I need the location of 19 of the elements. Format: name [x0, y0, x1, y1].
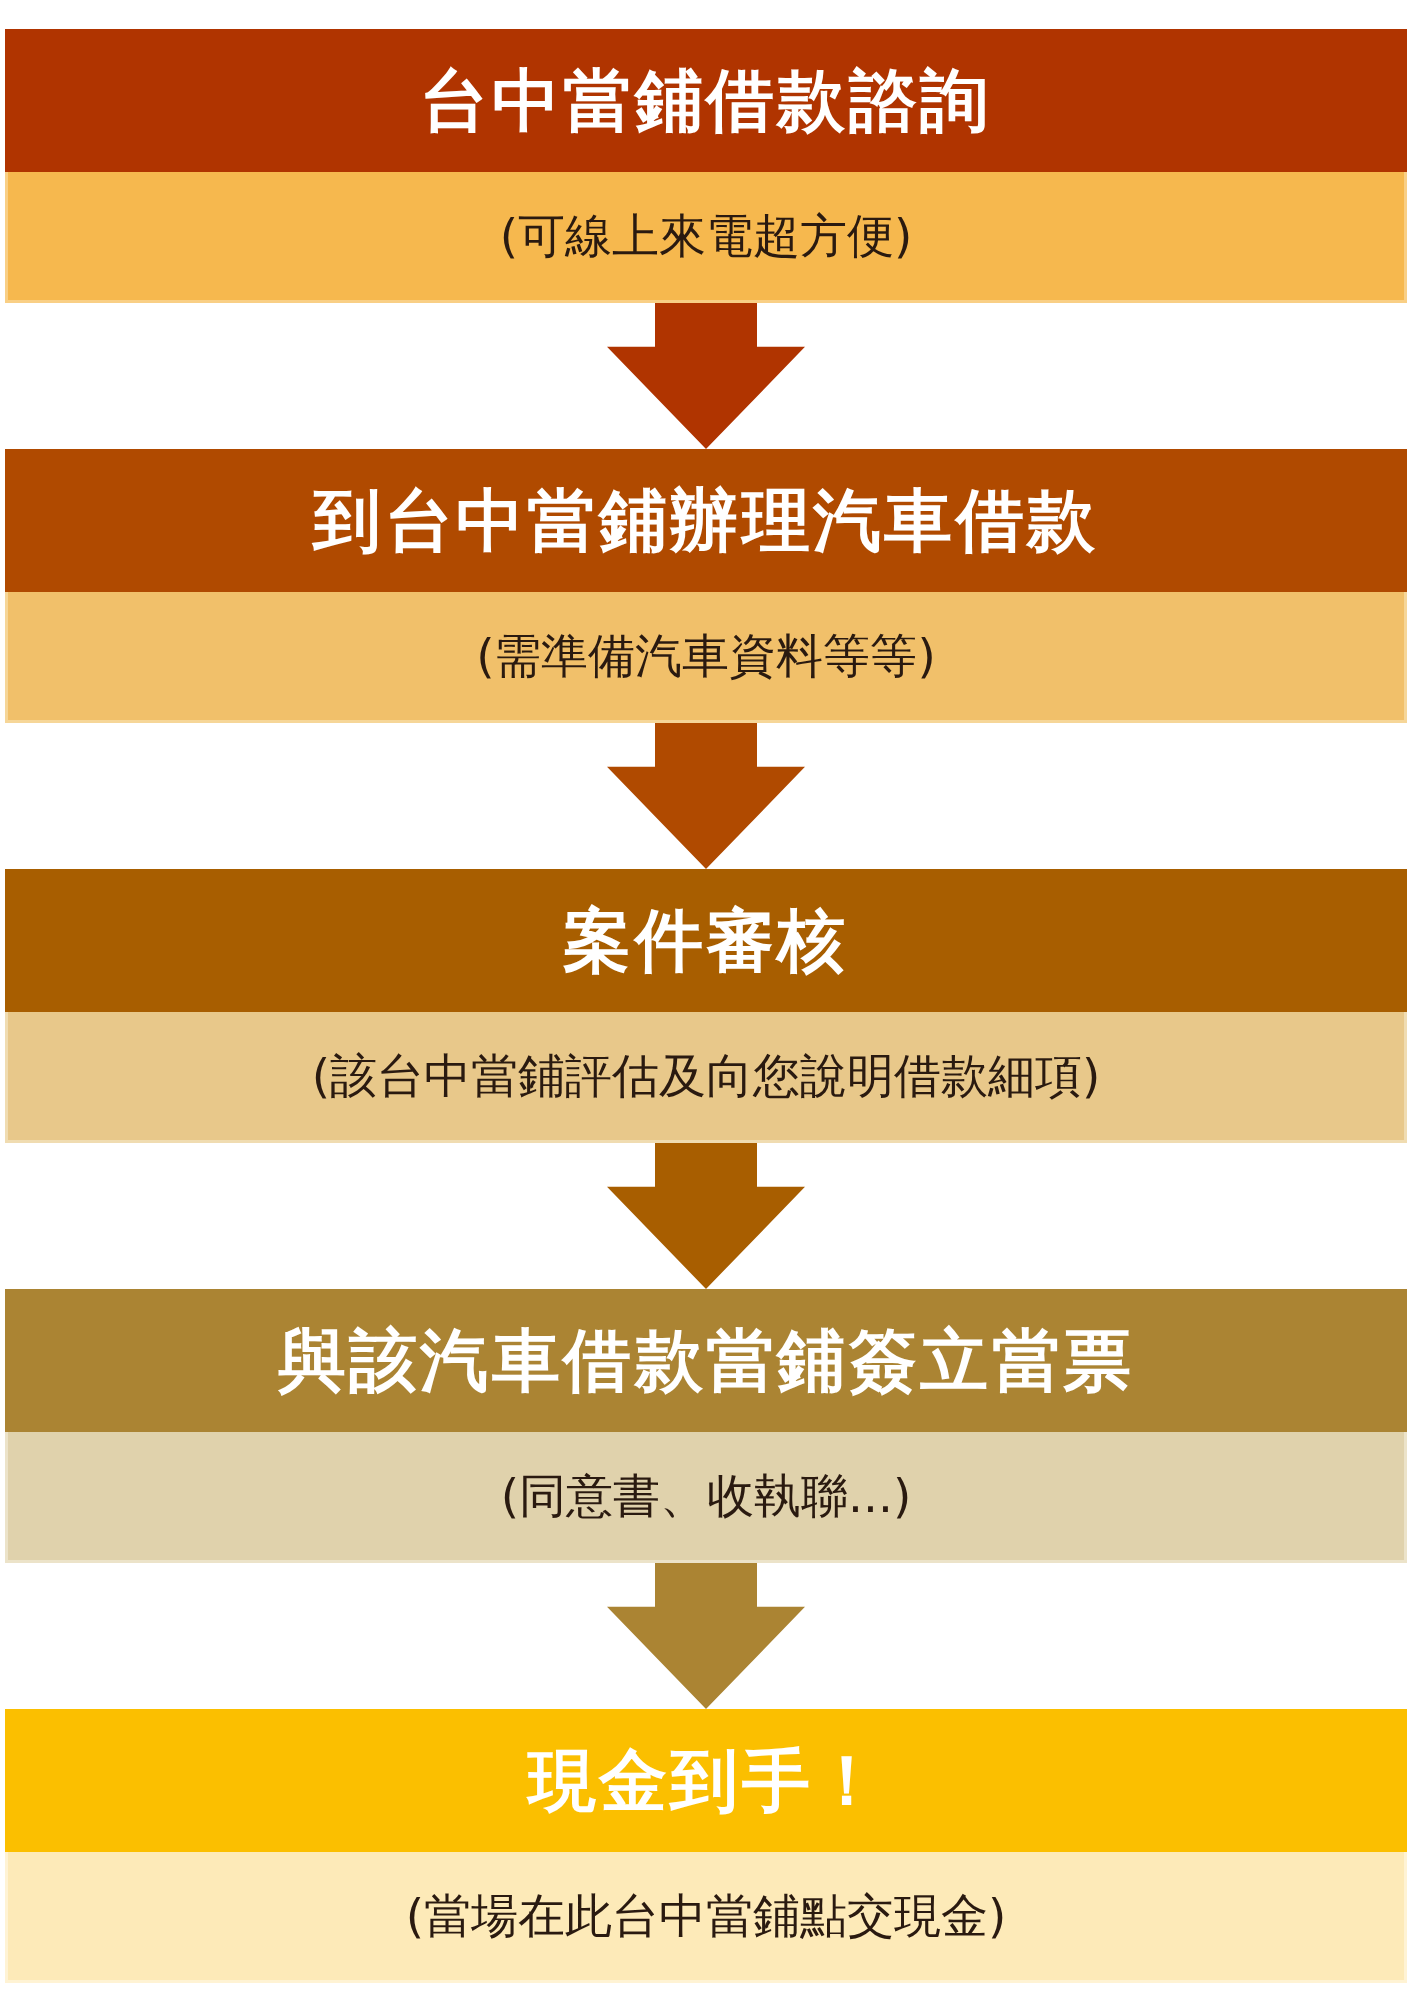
- step-heading: 台中當鋪借款諮詢: [5, 29, 1407, 172]
- down-arrow: [607, 1143, 805, 1289]
- step-note: (當場在此台中當鋪點交現金): [405, 1886, 1007, 1945]
- step-card: [5, 1709, 1407, 1983]
- step-card: [5, 29, 1407, 303]
- step-note: (可線上來電超方便): [499, 206, 913, 265]
- step-heading: 現金到手！: [5, 1709, 1407, 1852]
- step-heading: 到台中當鋪辦理汽車借款: [5, 449, 1407, 592]
- step-card: [5, 1289, 1407, 1563]
- down-arrow: [607, 723, 805, 869]
- down-arrow: [607, 303, 805, 449]
- step-note: (同意書、收執聯...): [500, 1466, 912, 1525]
- step-card: [5, 449, 1407, 723]
- down-arrow: [607, 1563, 805, 1709]
- step-note: (該台中當鋪評估及向您說明借款細項): [311, 1046, 1101, 1105]
- step-card: [5, 869, 1407, 1143]
- step-note: (需準備汽車資料等等): [476, 626, 936, 685]
- step-heading: 與該汽車借款當鋪簽立當票: [5, 1289, 1407, 1432]
- step-heading: 案件審核: [5, 869, 1407, 1012]
